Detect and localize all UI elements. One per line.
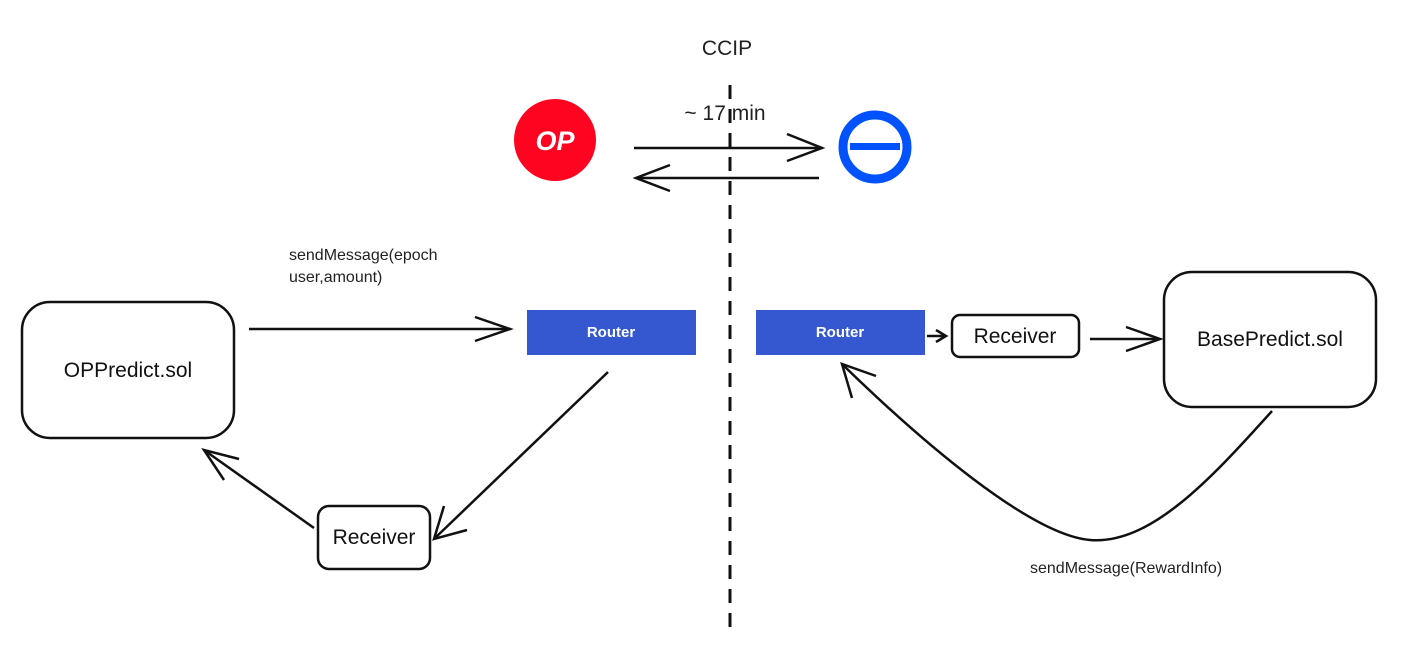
router-right-label: Router <box>816 324 864 341</box>
base-logo-ring <box>838 110 912 184</box>
base-logo-icon <box>838 110 912 184</box>
arrow-base-to-op <box>632 163 819 193</box>
op-logo-icon: OP <box>514 99 596 181</box>
op-predict-contract: OPPredict.sol <box>20 300 236 440</box>
diagram-title: CCIP <box>702 37 752 60</box>
op-predict-label: OPPredict.sol <box>64 359 192 382</box>
receiver-left: Receiver <box>316 504 432 571</box>
op-logo-text: OP <box>535 126 575 156</box>
arrow-basepredict-to-router <box>840 362 1273 542</box>
router-left: Router <box>527 310 696 355</box>
router-left-label: Router <box>587 324 635 341</box>
receiver-left-label: Receiver <box>333 526 416 549</box>
op-send-message-line1: sendMessage(epoch <box>289 247 438 264</box>
op-logo-circle <box>514 99 596 181</box>
base-send-message-label: sendMessage(RewardInfo) <box>1030 560 1222 577</box>
receiver-right: Receiver <box>950 313 1081 359</box>
latency-label: ~ 17 min <box>684 102 765 125</box>
arrow-oppredict-to-router <box>249 315 514 343</box>
router-right: Router <box>756 310 925 355</box>
base-predict-label: BasePredict.sol <box>1197 328 1343 351</box>
arrow-op-to-base <box>634 132 826 163</box>
base-logo-bar <box>850 143 900 150</box>
op-send-message-line2: user,amount) <box>289 269 382 286</box>
arrow-receiver-to-oppredict <box>201 447 315 530</box>
arrow-router-to-receiver-left <box>432 371 609 541</box>
arrow-receiver-to-basepredict <box>1090 325 1164 353</box>
base-predict-contract: BasePredict.sol <box>1162 270 1378 409</box>
receiver-right-label: Receiver <box>974 325 1057 348</box>
arrow-router-to-receiver-right <box>927 328 949 344</box>
